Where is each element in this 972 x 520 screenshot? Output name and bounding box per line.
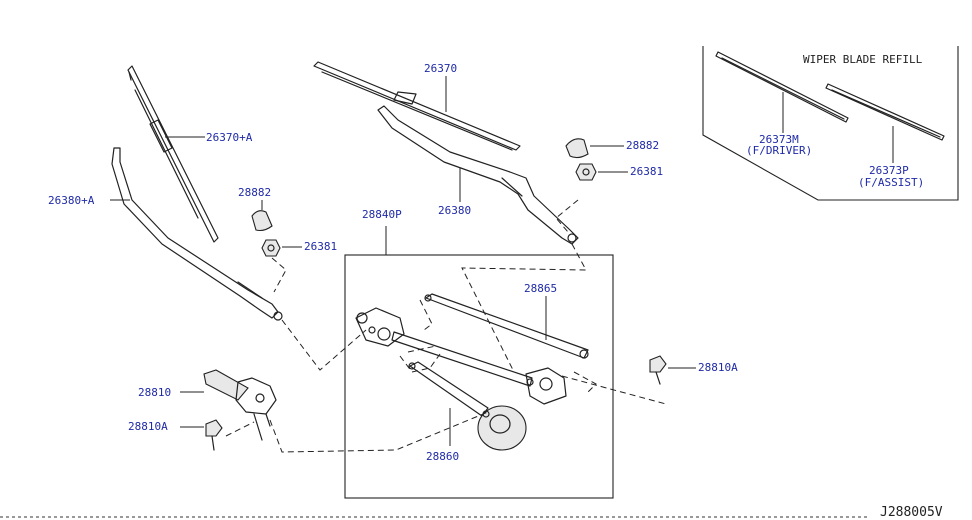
wiper-blade-refill-box: WIPER BLADE REFILL 26373M (F/DRIVER) 263…: [702, 46, 959, 201]
label-26381-right: 26381: [630, 165, 663, 178]
label-26381-left: 26381: [304, 240, 337, 253]
wiper-blade-right: [313, 61, 521, 151]
label-28810: 28810: [138, 386, 171, 399]
cap-right: [565, 138, 589, 159]
dash-left-nut: [271, 257, 287, 293]
wiper-arm-left: [111, 147, 283, 321]
label-28810a-left: 28810A: [128, 420, 168, 433]
dash-motor-crank: [269, 411, 489, 453]
label-26373p: 26373P: [869, 164, 909, 177]
label-28810a-right: 28810A: [698, 361, 738, 374]
dash-right-bolt: [561, 375, 667, 405]
refill-strip-assist: [825, 83, 945, 141]
bolt-right: [649, 355, 667, 385]
label-28882-left: 28882: [238, 186, 271, 199]
refill-strip-driver: [715, 51, 849, 123]
dash-left-arm-link: [281, 319, 367, 371]
label-28860: 28860: [426, 450, 459, 463]
label-26370a: 26370+A: [206, 131, 253, 144]
wiper-motor: [203, 369, 277, 441]
label-26373m: 26373M: [759, 133, 799, 146]
label-26370: 26370: [424, 62, 457, 75]
label-26373p-note: (F/ASSIST): [858, 176, 924, 189]
dash-right-arm: [555, 199, 579, 233]
bolt-left: [205, 419, 223, 451]
label-28840p: 28840P: [362, 208, 402, 221]
dash-right-arm-link: [461, 243, 587, 373]
label-26380: 26380: [438, 204, 471, 217]
label-28882-right: 28882: [626, 139, 659, 152]
nut-right: [575, 163, 597, 181]
refill-box-title: WIPER BLADE REFILL: [803, 53, 923, 66]
label-26373m-note: (F/DRIVER): [746, 144, 812, 157]
label-26380a: 26380+A: [48, 194, 95, 207]
dash-motor-bolt: [225, 421, 255, 437]
linkage-assembly: [355, 293, 597, 451]
wiper-arm-right: [377, 105, 579, 245]
wiper-blade-left: [127, 65, 219, 243]
diagram-id: J288005V: [880, 505, 943, 520]
cap-left: [251, 210, 273, 232]
nut-left: [261, 239, 281, 257]
linkage-assembly-box: [344, 254, 614, 499]
label-28865: 28865: [524, 282, 557, 295]
